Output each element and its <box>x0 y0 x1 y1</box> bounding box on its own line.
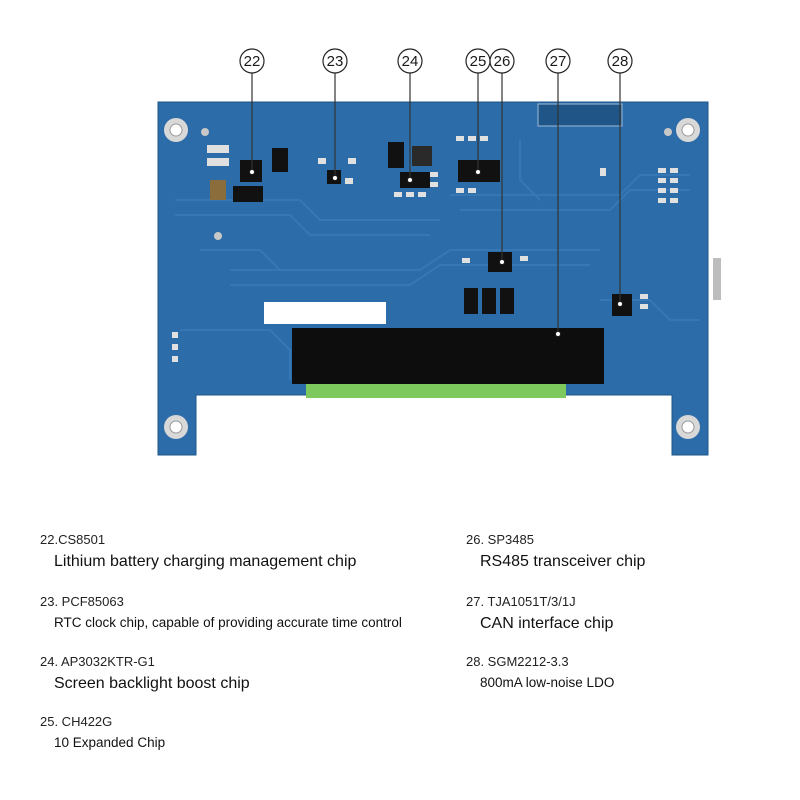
legend-23: 23. PCF85063 RTC clock chip, capable of … <box>40 594 402 630</box>
svg-text:23: 23 <box>327 53 344 70</box>
legend-desc: 800mA low-noise LDO <box>480 675 615 690</box>
legend-title: 26. SP3485 <box>466 532 534 547</box>
legend-26: 26. SP3485 RS485 transceiver chip <box>466 532 645 571</box>
silkscreen-box <box>264 302 386 324</box>
legend-desc: RTC clock chip, capable of providing acc… <box>54 615 402 630</box>
right-pads <box>600 168 721 300</box>
legend-title: 28. SGM2212-3.3 <box>466 654 569 669</box>
svg-text:24: 24 <box>402 53 419 70</box>
legend-27: 27. TJA1051T/3/1J CAN interface chip <box>466 594 613 633</box>
callout-23: 23 <box>322 48 348 74</box>
svg-text:27: 27 <box>550 53 567 70</box>
svg-text:26: 26 <box>494 53 511 70</box>
pcb-board <box>157 101 709 456</box>
legend-22: 22.CS8501 Lithium battery charging manag… <box>40 532 356 571</box>
certification-label <box>537 103 623 127</box>
legend-title: 24. AP3032KTR-G1 <box>40 654 155 669</box>
legend-title: 27. TJA1051T/3/1J <box>466 594 576 609</box>
chip-ap3032-area <box>388 142 438 197</box>
fpc-connector <box>292 328 604 384</box>
chip-cs8501-area <box>207 145 288 202</box>
left-pads <box>172 332 178 362</box>
svg-text:22: 22 <box>244 53 261 70</box>
callout-27: 27 <box>545 48 571 74</box>
legend-28: 28. SGM2212-3.3 800mA low-noise LDO <box>466 654 614 690</box>
callout-26: 26 <box>489 48 515 74</box>
legend-title: 23. PCF85063 <box>40 594 124 609</box>
legend-desc: CAN interface chip <box>480 615 614 632</box>
callout-22: 22 <box>239 48 265 74</box>
callout-25: 25 <box>465 48 491 74</box>
svg-text:25: 25 <box>470 53 487 70</box>
legend-desc: 10 Expanded Chip <box>54 735 166 750</box>
pcb-diagram: 22 23 24 25 26 27 28 <box>157 48 721 456</box>
legend-title: 22.CS8501 <box>40 532 106 547</box>
callout-24: 24 <box>397 48 423 74</box>
legend-24: 24. AP3032KTR-G1 Screen backlight boost … <box>40 654 250 693</box>
svg-text:28: 28 <box>612 53 629 70</box>
legend-desc: RS485 transceiver chip <box>480 553 646 570</box>
callout-28: 28 <box>607 48 633 74</box>
legend-25: 25. CH422G 10 Expanded Chip <box>40 714 165 750</box>
callout-dots <box>249 169 623 337</box>
mounting-holes <box>164 118 700 439</box>
legend-title: 25. CH422G <box>40 714 113 729</box>
legend-desc: Screen backlight boost chip <box>54 675 250 692</box>
legend-desc: Lithium battery charging management chip <box>54 553 357 570</box>
callout-lines <box>251 73 621 334</box>
